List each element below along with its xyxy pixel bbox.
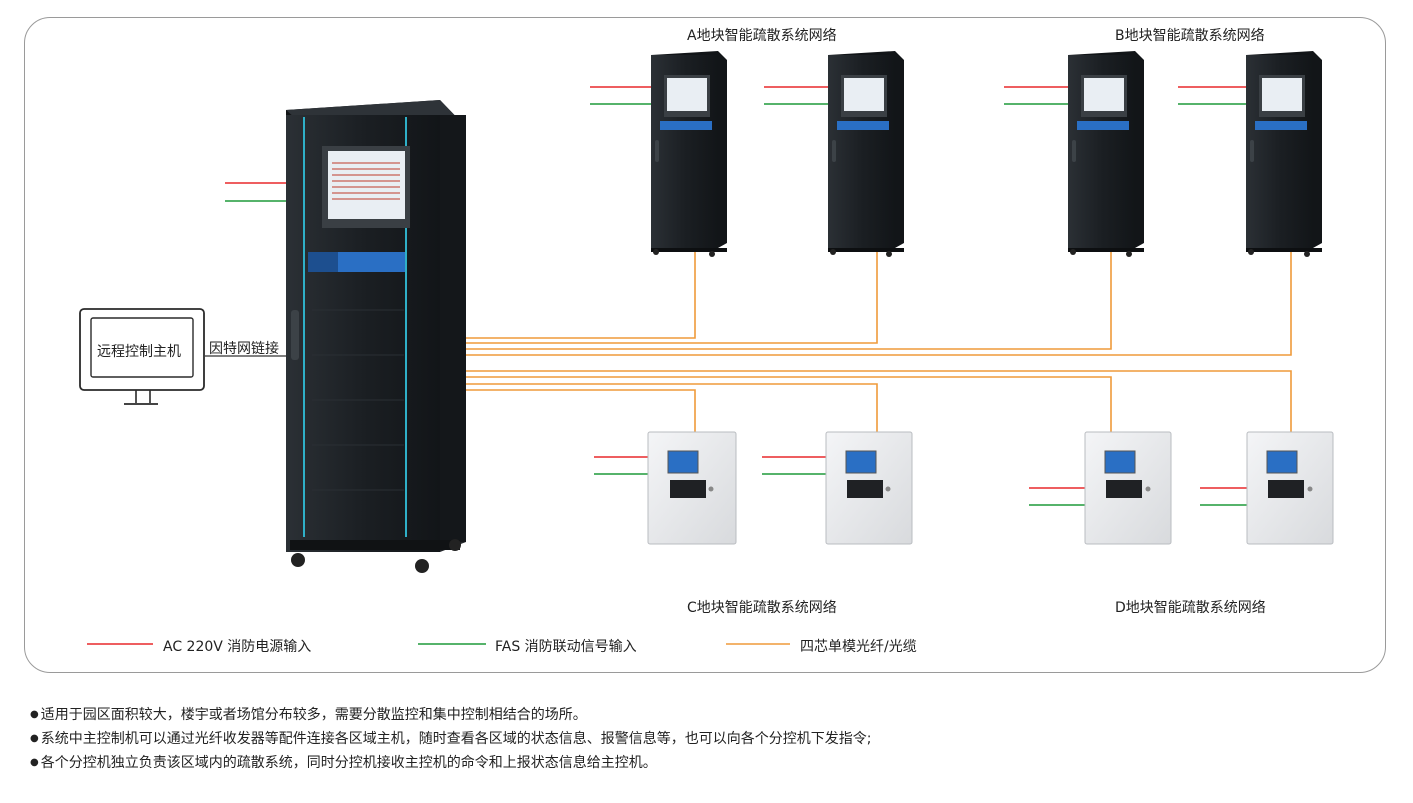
notes-list: 适用于园区面积较大，楼宇或者场馆分布较多，需要分散监控和集中控制相结合的场所。 … <box>30 704 872 776</box>
fiber-lines <box>465 248 1292 432</box>
cabinet-a1 <box>651 51 727 257</box>
cabinet-screen <box>328 151 405 219</box>
panel-c2 <box>825 431 913 545</box>
ac-input-lines <box>87 86 1247 645</box>
remote-monitor-icon <box>79 308 205 405</box>
note-item: 系统中主控制机可以通过光纤收发器等配件连接各区域主机，随时查看各区域的状态信息、… <box>30 728 872 752</box>
network-a-title: A地块智能疏散系统网络 <box>687 28 837 44</box>
legend-fiber-label: 四芯单模光纤/光缆 <box>800 639 917 655</box>
network-d-title: D地块智能疏散系统网络 <box>1115 600 1266 616</box>
panel-d2 <box>1246 431 1334 545</box>
panel-c1 <box>647 431 737 545</box>
legend-ac-label: AC 220V 消防电源输入 <box>163 639 312 655</box>
panel-d1 <box>1084 431 1172 545</box>
note-item: 各个分控机独立负责该区域内的疏散系统，同时分控机接收主控机的命令和上报状态信息给… <box>30 752 871 776</box>
network-b-title: B地块智能疏散系统网络 <box>1115 28 1265 44</box>
note-item: 适用于园区面积较大，楼宇或者场馆分布较多，需要分散监控和集中控制相结合的场所。 <box>30 704 871 728</box>
cabinet-b1 <box>1068 51 1144 257</box>
remote-host-label: 远程控制主机 <box>97 344 181 360</box>
legend-fas-label: FAS 消防联动信号输入 <box>495 639 637 655</box>
internet-link-label: 因特网链接 <box>209 341 279 357</box>
main-control-cabinet <box>286 100 466 573</box>
diagram-frame <box>24 17 1386 673</box>
cabinet-a2 <box>828 51 904 257</box>
fas-input-lines <box>225 103 1247 645</box>
network-c-title: C地块智能疏散系统网络 <box>687 600 837 616</box>
cabinet-b2 <box>1246 51 1322 257</box>
